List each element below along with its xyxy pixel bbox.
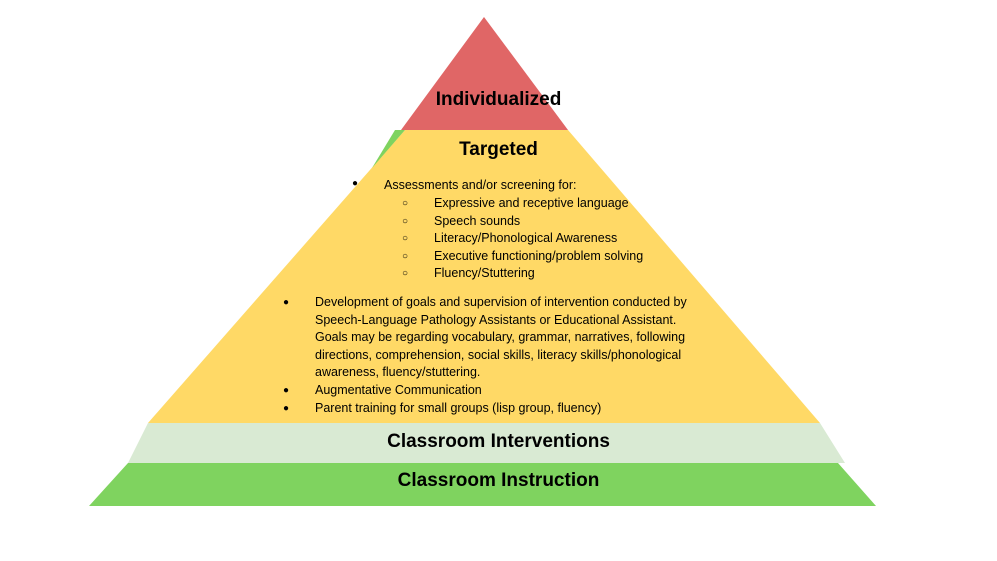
hollow-bullet-icon: ○ bbox=[402, 215, 409, 227]
tier-classroom-instruction-title: Classroom Instruction bbox=[397, 470, 600, 491]
tier-individualized-title: Individualized bbox=[435, 89, 562, 110]
list-item: ○ Literacy/Phonological Awareness bbox=[402, 230, 734, 248]
goals-item: Parent training for small groups (lisp g… bbox=[315, 400, 602, 415]
hollow-bullet-icon: ○ bbox=[402, 233, 409, 245]
assessment-item: Executive functioning/problem solving bbox=[434, 248, 644, 263]
list-item: ○ Speech sounds bbox=[402, 213, 734, 231]
assessment-item: Expressive and receptive language bbox=[434, 196, 629, 210]
assessment-item: Fluency/Stuttering bbox=[434, 266, 535, 281]
assessments-sublist: ○ Expressive and receptive language ○ Spee… bbox=[402, 195, 734, 283]
list-item: ● Development of goals and supervision of… bbox=[283, 294, 705, 382]
tier-classroom-instruction-band bbox=[89, 463, 876, 506]
filled-bullet-icon: ● bbox=[283, 402, 290, 414]
list-item: ● Augmentative Communication bbox=[283, 382, 705, 400]
tier-individualized-band bbox=[401, 17, 568, 130]
filled-bullet-icon: ● bbox=[352, 178, 359, 189]
tier-classroom-interventions-title: Classroom Interventions bbox=[387, 431, 610, 452]
goals-item: Augmentative Communication bbox=[315, 382, 482, 397]
hollow-bullet-icon: ○ bbox=[402, 198, 409, 209]
hollow-bullet-icon: ○ bbox=[402, 250, 409, 262]
assessments-heading: Assessments and/or screening for: bbox=[384, 178, 577, 192]
filled-bullet-icon: ● bbox=[283, 297, 290, 308]
tier-targeted-title: Targeted bbox=[459, 139, 538, 160]
list-item: ● Parent training for small groups (lisp … bbox=[283, 400, 705, 418]
list-item: ○ Fluency/Stuttering bbox=[402, 265, 734, 283]
goals-item: Development of goals and supervision of … bbox=[315, 295, 687, 380]
assessment-item: Literacy/Phonological Awareness bbox=[434, 231, 618, 246]
assessments-list: ● Assessments and/or screening for: ○ Exp… bbox=[352, 178, 643, 280]
targeted-services-list: ● Development of goals and supervision of… bbox=[283, 294, 705, 418]
hollow-bullet-icon: ○ bbox=[402, 268, 409, 280]
filled-bullet-icon: ● bbox=[283, 384, 290, 396]
list-item: ● Assessments and/or screening for: ○ Exp… bbox=[352, 178, 643, 280]
tier-classroom-interventions-band bbox=[128, 423, 845, 463]
assessment-item: Speech sounds bbox=[434, 213, 521, 228]
tier-targeted-band bbox=[148, 130, 820, 423]
list-item: ○ Executive functioning/problem solving bbox=[402, 248, 734, 266]
list-item: ○ Expressive and receptive language bbox=[402, 195, 734, 213]
green-sliver-decoration bbox=[372, 130, 405, 168]
